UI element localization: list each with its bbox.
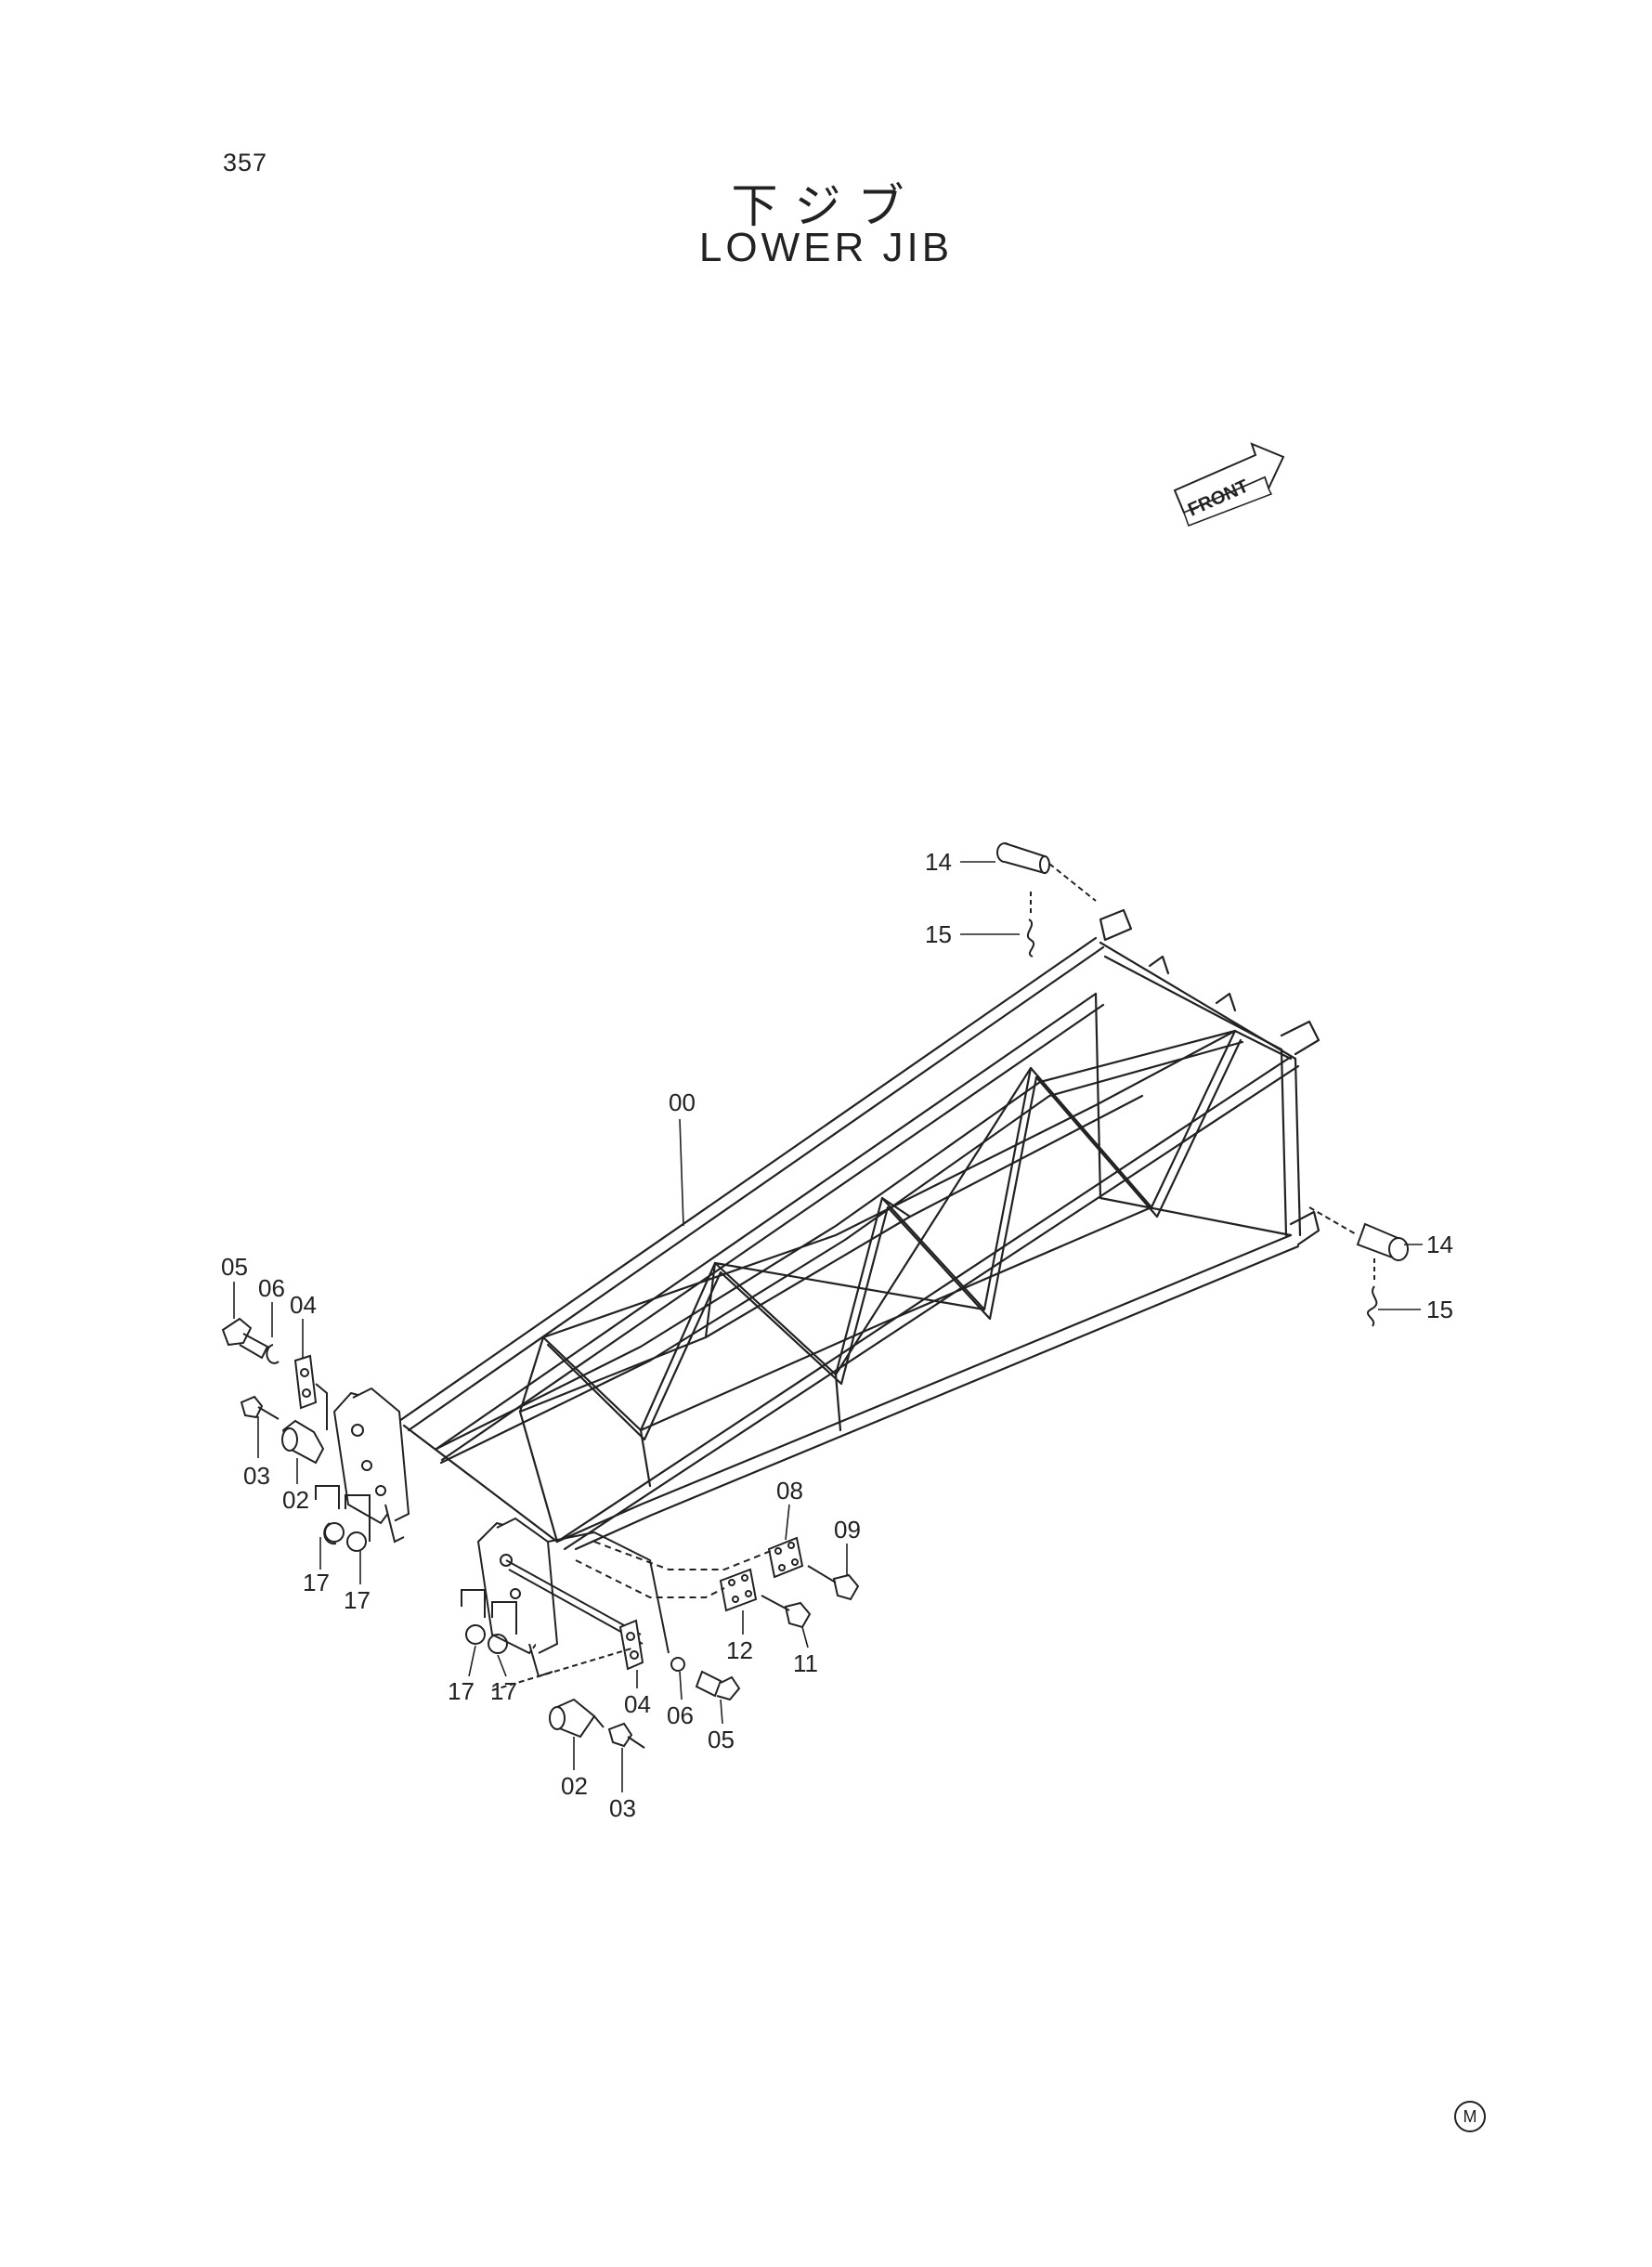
pin-14-right — [1308, 1206, 1409, 1261]
front-arrow-icon: FRONT — [1173, 442, 1285, 527]
callout-leaders — [233, 861, 1423, 1792]
callout-17-right-a: 17 — [448, 1677, 475, 1705]
jib-lattice-frame — [397, 908, 1320, 1551]
page-number: 357 — [223, 149, 268, 176]
callout-02-left: 02 — [282, 1486, 309, 1514]
callout-14-right: 14 — [1426, 1231, 1453, 1258]
callout-15-top: 15 — [925, 920, 952, 948]
clip-15-right — [1366, 1258, 1378, 1327]
callout-08: 08 — [776, 1477, 803, 1505]
corner-mark-icon: M — [1454, 2101, 1486, 2132]
callout-17-left-a: 17 — [303, 1569, 330, 1596]
pin-14-top — [996, 842, 1097, 902]
title-japanese: 下ジブ — [731, 179, 921, 233]
callout-15-right: 15 — [1426, 1296, 1453, 1323]
title-english: LOWER JIB — [698, 225, 954, 270]
callout-00-jib: 00 — [669, 1088, 696, 1116]
callout-04-left: 04 — [290, 1291, 317, 1319]
callout-05-right: 05 — [708, 1726, 735, 1753]
callout-04-right: 04 — [624, 1690, 651, 1718]
callout-14-top: 14 — [925, 848, 952, 876]
callout-06-left: 06 — [258, 1274, 285, 1302]
callout-labels: 14 15 00 14 15 05 06 04 03 02 17 17 17 1… — [221, 848, 1453, 1822]
callout-17-left-b: 17 — [344, 1586, 371, 1614]
clip-15-top — [1026, 892, 1035, 958]
callout-03-right: 03 — [609, 1794, 636, 1822]
callout-06-right: 06 — [667, 1701, 694, 1729]
callout-03-left: 03 — [243, 1462, 270, 1490]
hardware-left-group — [221, 1317, 371, 1552]
base-bracket-right — [476, 1517, 670, 1678]
hardware-right-group — [461, 1536, 860, 1749]
callout-12: 12 — [726, 1636, 753, 1664]
callout-11: 11 — [793, 1649, 818, 1677]
callout-05-left: 05 — [221, 1253, 248, 1281]
callout-17-right-b: 17 — [490, 1677, 517, 1705]
base-bracket-left — [332, 1387, 410, 1544]
callout-02-right: 02 — [561, 1772, 588, 1800]
callout-09: 09 — [834, 1516, 861, 1544]
